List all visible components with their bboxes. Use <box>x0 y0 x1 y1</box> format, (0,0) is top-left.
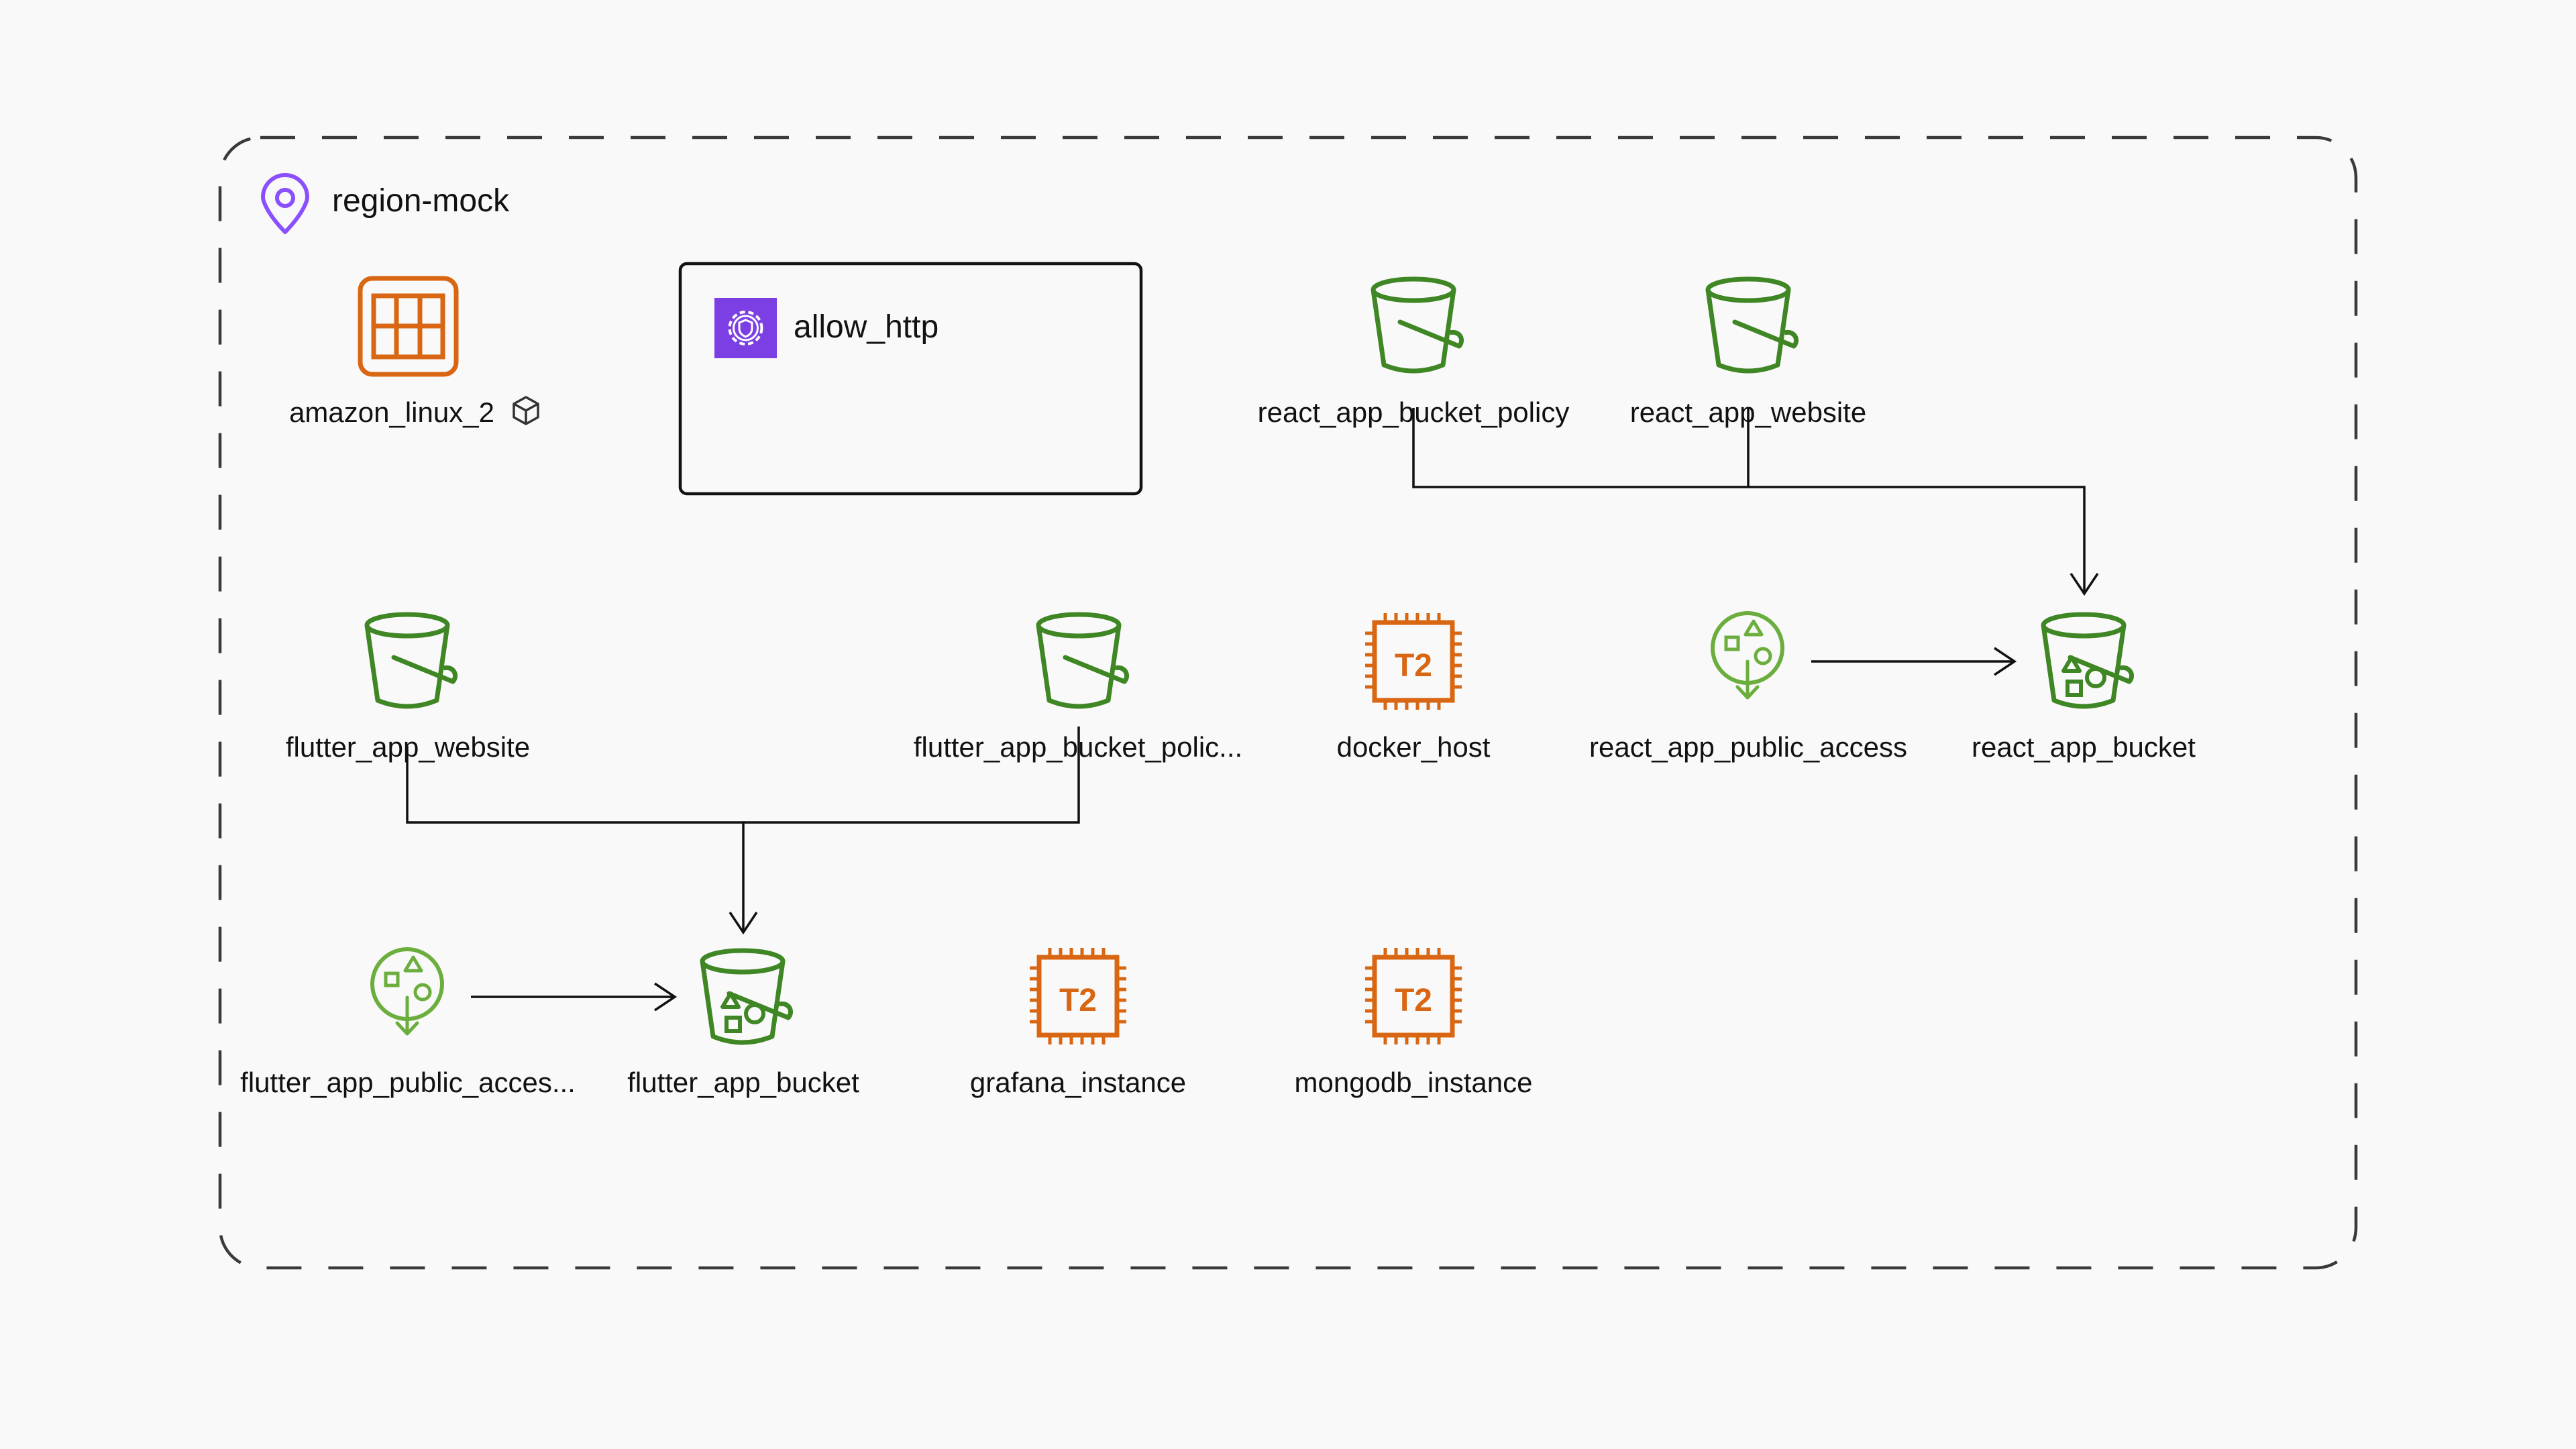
s3-bucket-icon[interactable] <box>1373 279 1462 371</box>
s3-bucket-icon[interactable] <box>1708 279 1796 371</box>
edge-flutter-policy-to-flutter-bucket <box>743 727 1080 824</box>
region-label: region-mock <box>332 183 510 219</box>
shield-gear-icon <box>714 298 777 358</box>
security-group-box[interactable] <box>678 262 1143 496</box>
svg-text:T2: T2 <box>1059 983 1097 1018</box>
ami-icon[interactable] <box>358 276 459 377</box>
edge-flutter-website-to-flutter-bucket <box>406 746 745 932</box>
arrowhead-react-bucket-top <box>2070 573 2099 596</box>
arrowhead-react-bucket-left <box>1994 647 2017 676</box>
node-label-react-app-bucket: react_app_bucket <box>1972 731 2196 763</box>
svg-text:T2: T2 <box>1395 648 1432 684</box>
ec2-t2-instance-icon[interactable]: T2 <box>1030 948 1126 1044</box>
s3-bucket-icon[interactable] <box>367 614 455 706</box>
ec2-t2-instance-icon[interactable]: T2 <box>1365 613 1462 710</box>
node-label-grafana-instance: grafana_instance <box>969 1067 1187 1098</box>
s3-access-points-icon[interactable] <box>1713 613 1782 698</box>
arrowhead-flutter-bucket-left <box>654 982 678 1012</box>
edges-layer <box>406 408 2099 1012</box>
node-label-flutter-app-public-access: flutter_app_public_acces... <box>240 1067 576 1098</box>
security-group-label: allow_http <box>794 309 939 345</box>
arrowhead-flutter-bucket-top <box>729 912 758 935</box>
s3-access-points-icon[interactable] <box>372 949 442 1034</box>
node-label-react-app-website: react_app_website <box>1629 396 1867 428</box>
ec2-t2-instance-icon[interactable]: T2 <box>1365 948 1462 1044</box>
node-label-flutter-app-bucket-policy: flutter_app_bucket_polic... <box>913 731 1243 763</box>
node-label-flutter-app-website: flutter_app_website <box>285 731 531 763</box>
data-source-icon <box>513 396 539 425</box>
node-label-mongodb-instance: mongodb_instance <box>1294 1067 1533 1098</box>
s3-bucket-icon[interactable] <box>1038 614 1127 706</box>
s3-bucket-objects-icon[interactable] <box>2043 614 2132 706</box>
s3-bucket-objects-icon[interactable] <box>702 951 791 1042</box>
node-label-docker-host: docker_host <box>1336 731 1491 763</box>
node-label-react-app-bucket-policy: react_app_bucket_policy <box>1257 396 1570 428</box>
node-label-flutter-app-bucket: flutter_app_bucket <box>627 1067 859 1098</box>
location-pin-icon <box>261 173 309 234</box>
svg-text:T2: T2 <box>1395 983 1432 1018</box>
node-label-amazon-linux-2: amazon_linux_2 <box>289 396 494 428</box>
region-boundary <box>218 136 2358 1270</box>
node-label-react-app-public-access: react_app_public_access <box>1589 731 1907 763</box>
